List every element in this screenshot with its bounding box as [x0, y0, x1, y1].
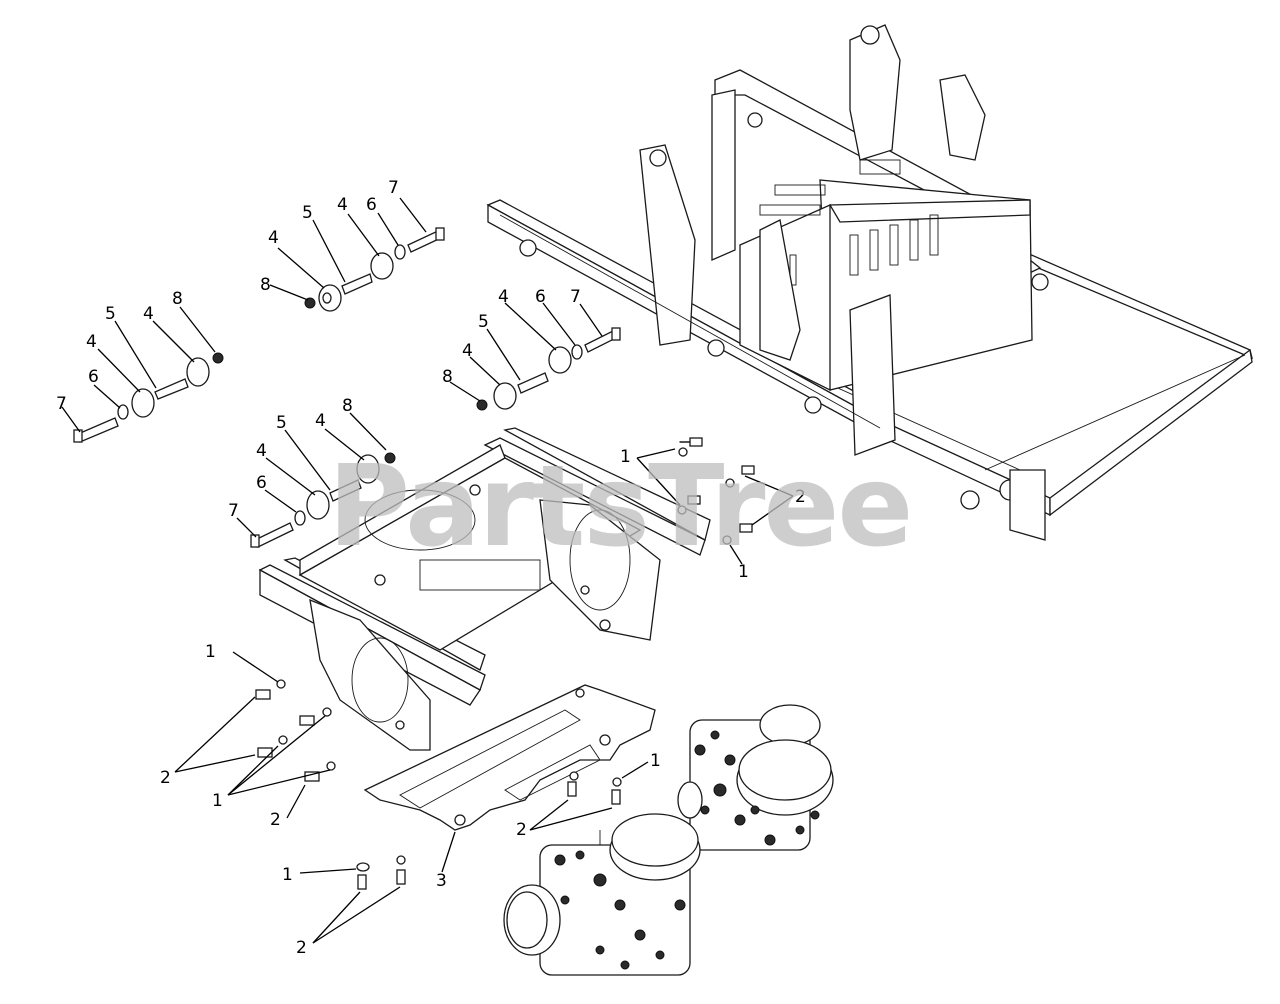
callout-4: 4 — [498, 287, 509, 307]
callout-5: 5 — [478, 312, 489, 332]
callout-1: 1 — [282, 865, 293, 885]
callout-4: 4 — [462, 341, 473, 361]
bushing-stack-a — [304, 227, 445, 312]
callout-4: 4 — [268, 228, 279, 248]
callout-8: 8 — [342, 396, 353, 416]
callout-7: 7 — [228, 501, 239, 521]
callout-7: 7 — [570, 287, 581, 307]
callout-7: 7 — [388, 178, 399, 198]
callout-4: 4 — [315, 411, 326, 431]
callout-6: 6 — [256, 473, 267, 493]
callout-6: 6 — [366, 195, 377, 215]
bushing-stack-b — [73, 352, 224, 443]
callout-1: 1 — [212, 791, 223, 811]
watermark-text: PartsTree — [328, 442, 911, 572]
callout-2: 2 — [160, 768, 171, 788]
callout-4: 4 — [143, 304, 154, 324]
callout-2: 2 — [795, 487, 806, 507]
callout-8: 8 — [260, 275, 271, 295]
callout-2: 2 — [270, 810, 281, 830]
transmission-right — [677, 704, 834, 851]
loose-hardware — [255, 437, 755, 890]
sub-frame — [258, 427, 711, 751]
callout-4: 4 — [256, 441, 267, 461]
callout-8: 8 — [442, 367, 453, 387]
callout-5: 5 — [276, 413, 287, 433]
transmission-left — [503, 813, 701, 976]
callout-2: 2 — [296, 938, 307, 958]
callout-1: 1 — [620, 447, 631, 467]
mounting-plate — [363, 684, 656, 831]
callout-labels: 8 4 5 4 6 7 7 6 4 5 4 8 8 4 5 4 6 7 7 6 … — [56, 178, 806, 958]
callout-6: 6 — [535, 287, 546, 307]
callout-1: 1 — [205, 642, 216, 662]
callout-7: 7 — [56, 394, 67, 414]
bushing-stack-d — [250, 452, 396, 548]
callout-6: 6 — [88, 367, 99, 387]
callout-3: 3 — [436, 871, 447, 891]
bushing-stack-c — [476, 327, 621, 411]
callout-4: 4 — [337, 195, 348, 215]
callout-5: 5 — [302, 203, 313, 223]
callout-1: 1 — [738, 562, 749, 582]
callout-2: 2 — [516, 820, 527, 840]
main-frame — [486, 24, 1253, 541]
callout-1: 1 — [650, 751, 661, 771]
callout-8: 8 — [172, 289, 183, 309]
leader-lines — [61, 197, 794, 944]
callout-4: 4 — [86, 332, 97, 352]
callout-5: 5 — [105, 304, 116, 324]
